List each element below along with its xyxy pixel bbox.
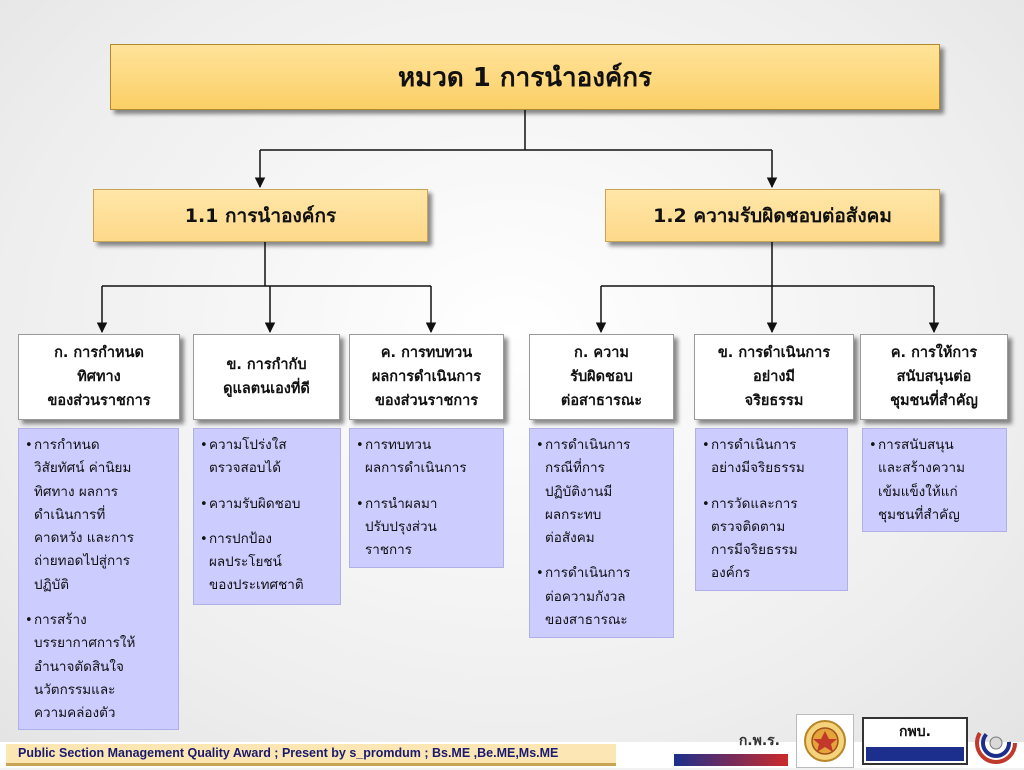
topic-label: ข. การกำกับ ดูแลตนเองที่ดี [223, 357, 310, 397]
ocsc-logo-band [866, 747, 964, 761]
topic-box-1-1-b: ข. การกำกับ ดูแลตนเองที่ดี [193, 334, 340, 420]
opdc-logo-text: ก.พ.ร. [738, 733, 780, 749]
detail-item: การสร้าง บรรยากาศการให้ อำนาจตัดสินใจ นว… [25, 609, 172, 725]
detail-box-1-2-b: การดำเนินการ อย่างมีจริยธรรม การวัดและกา… [695, 428, 848, 591]
ocsc-logo-text: กพบ. [899, 724, 931, 740]
detail-item: การสนับสนุน และสร้างความ เข้มแข็งให้แก่ … [869, 434, 1000, 527]
topic-box-1-1-a: ก. การกำหนด ทิศทาง ของส่วนราชการ [18, 334, 180, 420]
subcategory-1-2-label: 1.2 ความรับผิดชอบต่อสังคม [653, 204, 892, 227]
connector-lines [96, 110, 940, 334]
detail-item: การวัดและการ ตรวจติดตาม การมีจริยธรรม อง… [702, 493, 841, 586]
topic-label: ข. การดำเนินการ อย่างมี จริยธรรม [717, 345, 831, 409]
subcategory-1-2-box: 1.2 ความรับผิดชอบต่อสังคม [605, 189, 940, 242]
detail-box-1-2-c: การสนับสนุน และสร้างความ เข้มแข็งให้แก่ … [862, 428, 1007, 532]
topic-box-1-2-a: ก. ความ รับผิดชอบ ต่อสาธารณะ [529, 334, 674, 420]
footer-caption: Public Section Management Quality Award … [6, 744, 616, 766]
detail-box-1-1-b: ความโปร่งใส ตรวจสอบได้ ความรับผิดชอบ การ… [193, 428, 341, 605]
detail-item: การทบทวน ผลการดำเนินการ [356, 434, 497, 481]
detail-box-1-1-a: การกำหนด วิสัยทัศน์ ค่านิยม ทิศทาง ผลการ… [18, 428, 179, 730]
topic-box-1-2-b: ข. การดำเนินการ อย่างมี จริยธรรม [694, 334, 854, 420]
detail-box-1-1-c: การทบทวน ผลการดำเนินการ การนำผลมา ปรับปร… [349, 428, 504, 568]
department-seal-icon [796, 714, 854, 768]
topic-box-1-2-c: ค. การให้การ สนับสนุนต่อ ชุมชนที่สำคัญ [860, 334, 1008, 420]
opdc-logo-band [674, 754, 788, 766]
swirl-logo-icon [972, 720, 1020, 766]
detail-item: การดำเนินการ ต่อความกังวล ของสาธารณะ [536, 562, 667, 632]
topic-label: ค. การให้การ สนับสนุนต่อ ชุมชนที่สำคัญ [890, 345, 978, 409]
topic-label: ก. ความ รับผิดชอบ ต่อสาธารณะ [560, 345, 643, 409]
detail-item: การนำผลมา ปรับปรุงส่วน ราชการ [356, 493, 497, 563]
detail-item: ความรับผิดชอบ [200, 493, 334, 517]
detail-item: การดำเนินการ อย่างมีจริยธรรม [702, 434, 841, 481]
opdc-logo-icon: ก.พ.ร. [674, 728, 788, 766]
subcategory-1-1-box: 1.1 การนำองค์กร [93, 189, 428, 242]
category-title-box: หมวด 1 การนำองค์กร [110, 44, 940, 110]
topic-label: ค. การทบทวน ผลการดำเนินการ ของส่วนราชการ [371, 345, 482, 409]
subcategory-1-1-label: 1.1 การนำองค์กร [184, 204, 337, 227]
topic-box-1-1-c: ค. การทบทวน ผลการดำเนินการ ของส่วนราชการ [349, 334, 504, 420]
detail-item: ความโปร่งใส ตรวจสอบได้ [200, 434, 334, 481]
topic-label: ก. การกำหนด ทิศทาง ของส่วนราชการ [47, 345, 151, 409]
detail-item: การกำหนด วิสัยทัศน์ ค่านิยม ทิศทาง ผลการ… [25, 434, 172, 597]
category-title: หมวด 1 การนำองค์กร [397, 62, 653, 93]
detail-item: การดำเนินการ กรณีที่การ ปฏิบัติงานมี ผลก… [536, 434, 667, 550]
ocsc-logo-icon: กพบ. [862, 717, 968, 765]
detail-item: การปกป้อง ผลประโยชน์ ของประเทศชาติ [200, 528, 334, 598]
detail-box-1-2-a: การดำเนินการ กรณีที่การ ปฏิบัติงานมี ผลก… [529, 428, 674, 638]
